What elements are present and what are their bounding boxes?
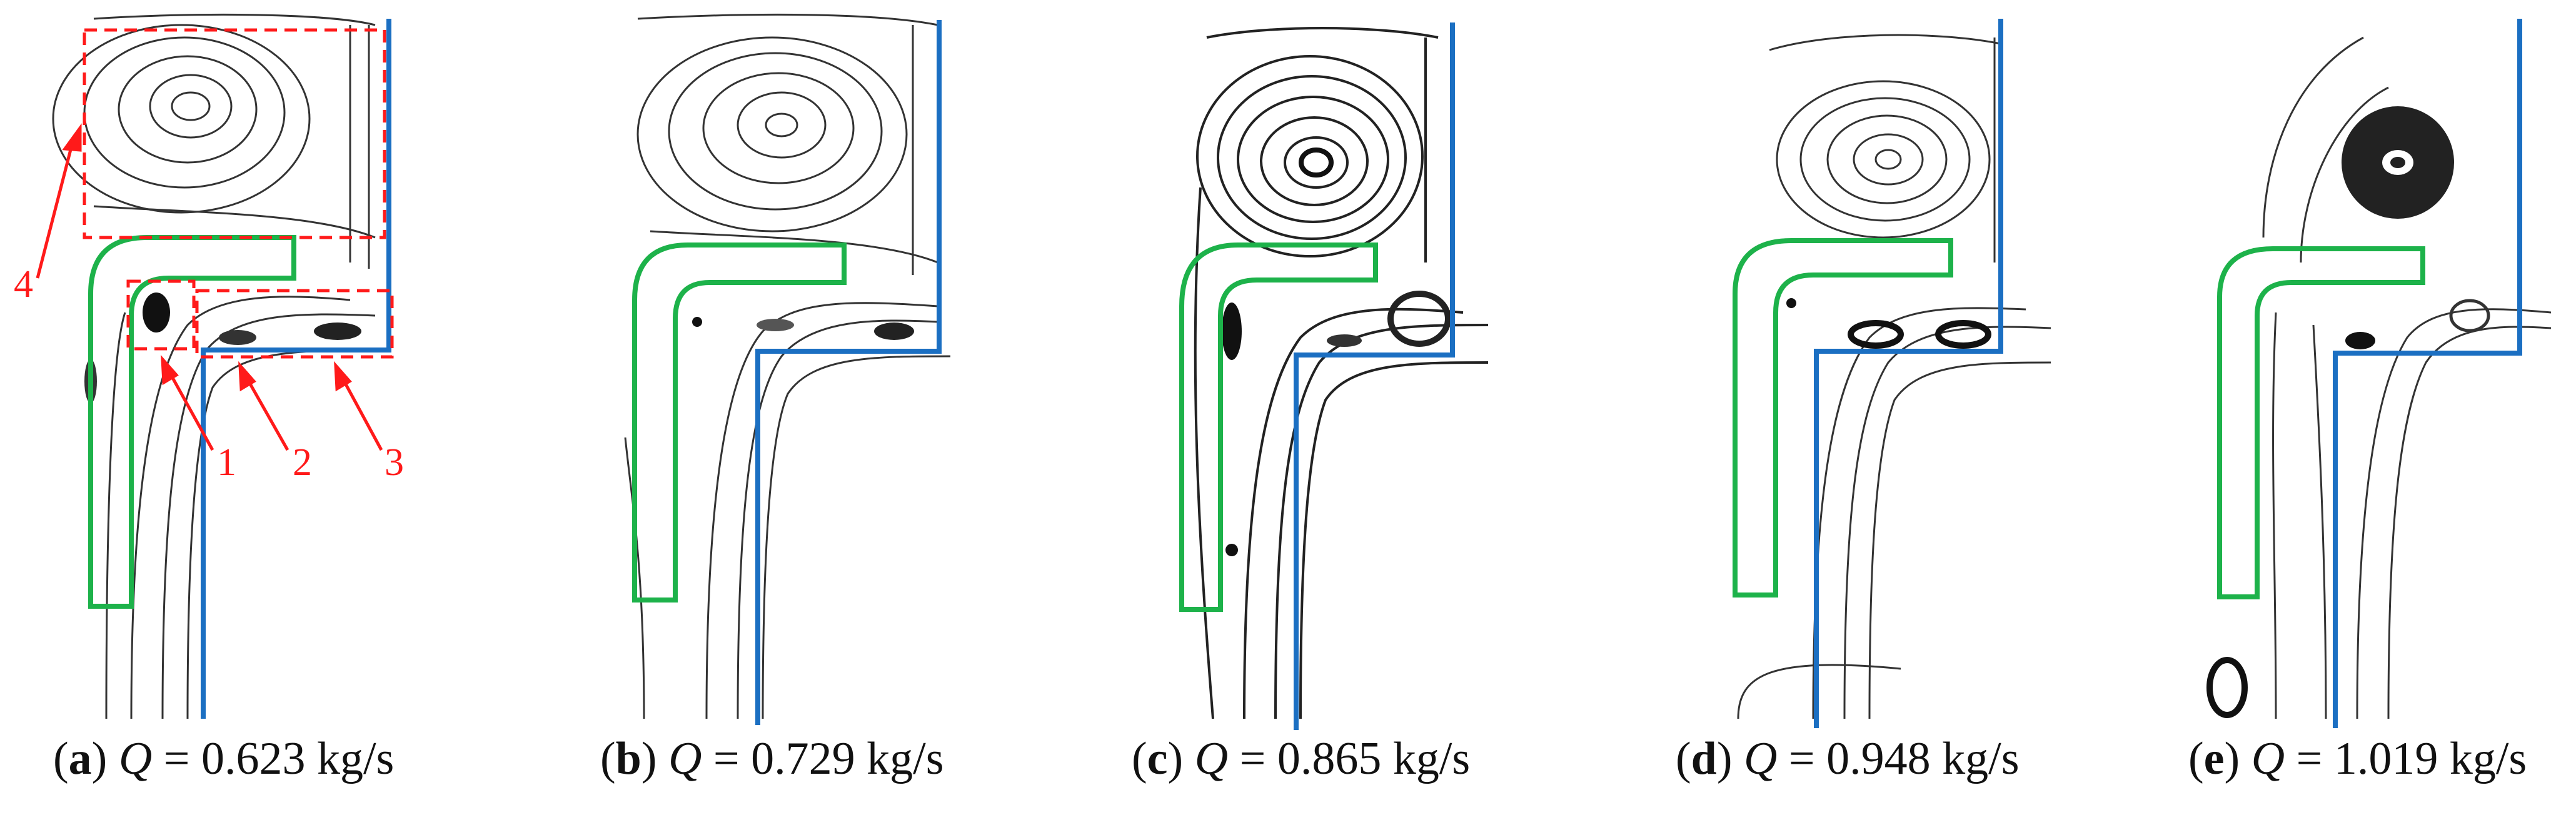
green-guide-wall <box>2217 246 2425 599</box>
vortex-2 <box>219 330 256 345</box>
annotation-4: 4 <box>14 263 33 306</box>
green-guide-wall <box>1179 242 1378 612</box>
blue-wall <box>755 20 942 725</box>
panel-d-streamlines <box>1733 19 2051 728</box>
annotation-1: 1 <box>217 441 236 484</box>
vortex-3 <box>314 322 361 340</box>
green-guide-wall <box>1733 238 1953 598</box>
panel-a: 4 1 2 3 (a) Q = 0.623 kg/s <box>0 0 438 815</box>
panel-b-streamlines <box>624 13 951 725</box>
blue-wall <box>201 19 391 719</box>
blue-wall <box>2333 19 2522 728</box>
region-box-1 <box>126 279 196 351</box>
panel-a-streamlines <box>36 13 394 719</box>
panel-c-streamlines <box>1179 22 1489 730</box>
region-box-4 <box>83 28 386 239</box>
blue-wall <box>1814 19 2003 728</box>
panel-c: (c) Q = 0.865 kg/s <box>1113 0 1563 815</box>
green-guide-wall <box>88 235 296 609</box>
blue-wall <box>1294 22 1455 730</box>
vortex-1 <box>143 292 170 332</box>
caption-b: (b) Q = 0.729 kg/s <box>600 733 944 784</box>
caption-e: (e) Q = 1.019 kg/s <box>2188 733 2527 784</box>
annotation-3: 3 <box>385 441 404 484</box>
caption-d: (d) Q = 0.948 kg/s <box>1676 733 2020 784</box>
panel-d: (d) Q = 0.948 kg/s <box>1676 0 2126 815</box>
panel-b: (b) Q = 0.729 kg/s <box>563 0 1013 815</box>
green-guide-wall <box>632 242 847 602</box>
panel-e-streamlines <box>2206 19 2552 728</box>
region-box-2-3 <box>195 289 394 359</box>
caption-a: (a) Q = 0.623 kg/s <box>53 733 395 784</box>
annotation-2: 2 <box>293 441 312 484</box>
caption-c: (c) Q = 0.865 kg/s <box>1132 733 1471 784</box>
panel-e: (e) Q = 1.019 kg/s <box>2188 0 2576 815</box>
